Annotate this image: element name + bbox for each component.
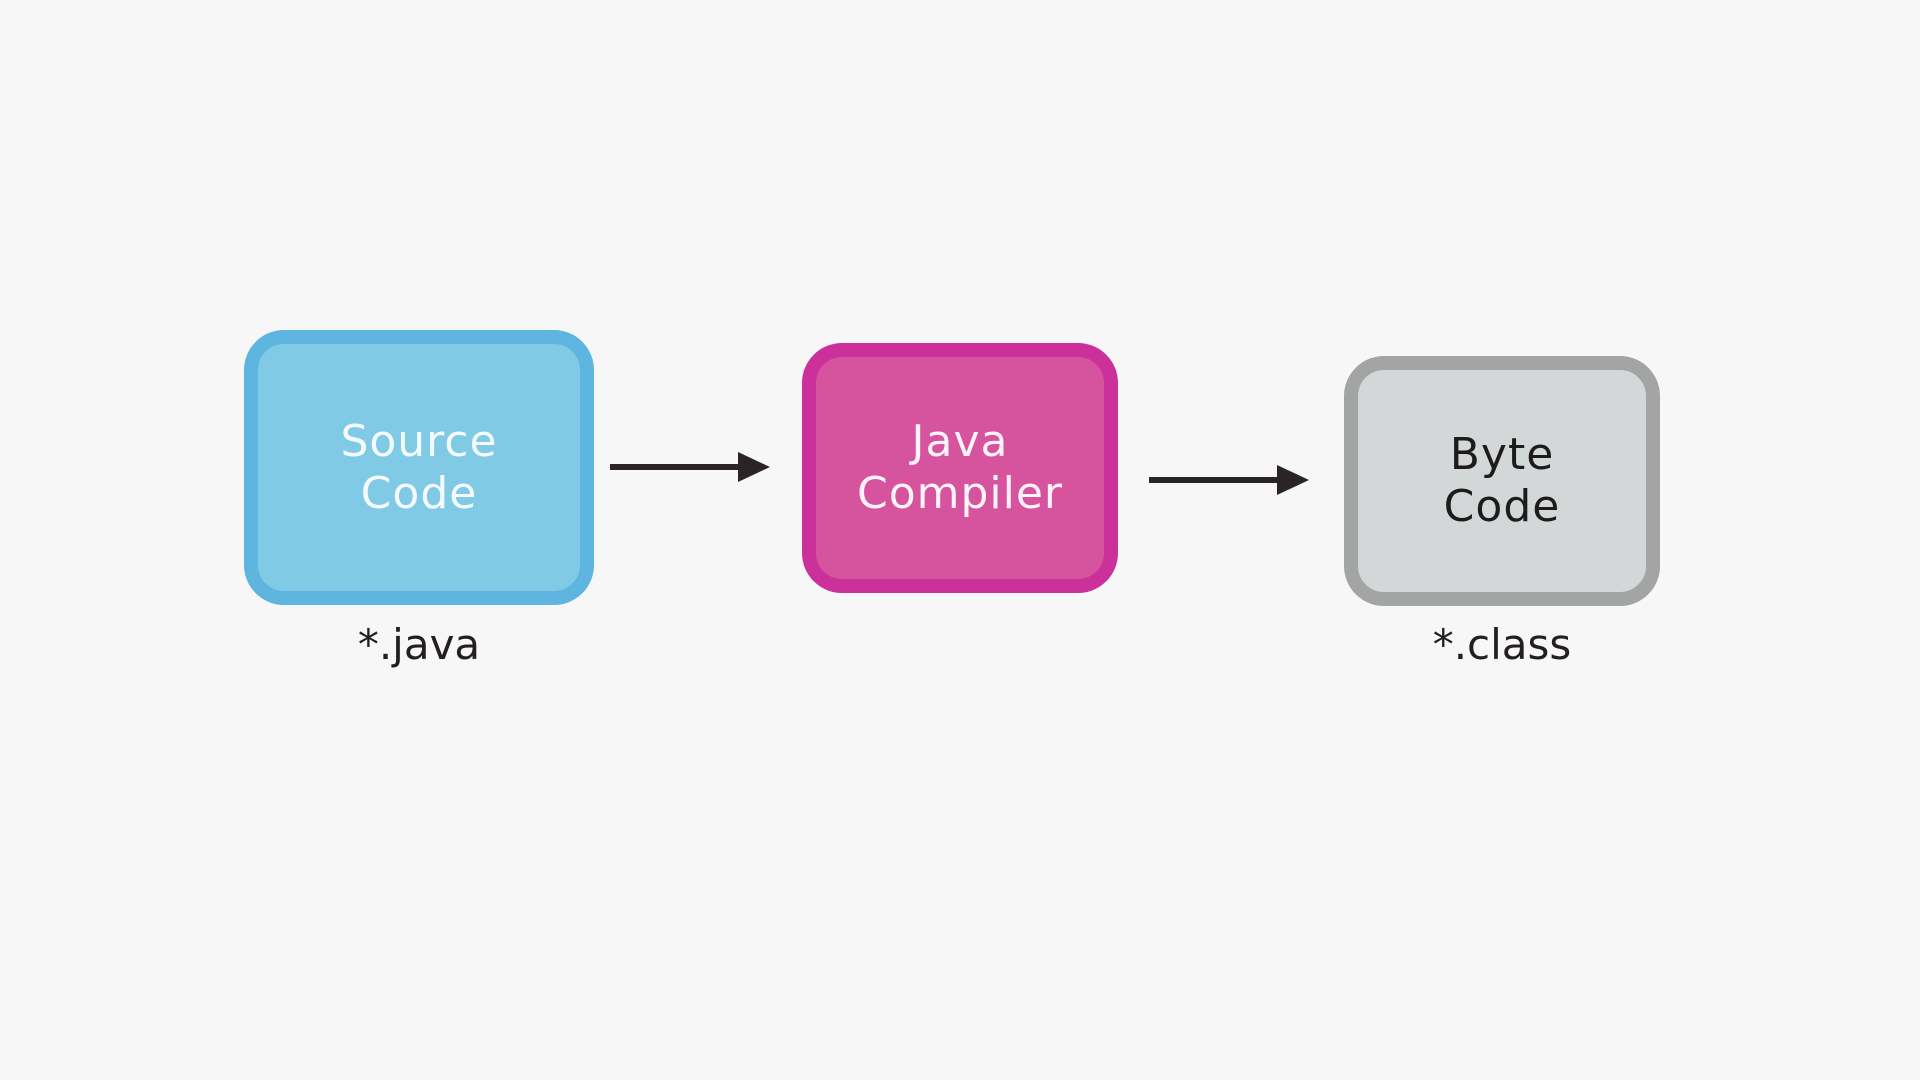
class-extension-label: *.class: [1432, 620, 1572, 669]
java-compiler-label-line1: Java: [911, 416, 1009, 467]
byte-code-label-line2: Code: [1443, 481, 1561, 532]
java-compiler-label-line2: Compiler: [856, 468, 1064, 519]
byte-code-box: Byte Code: [1344, 356, 1660, 606]
source-code-label-line1: Source: [340, 415, 498, 467]
byte-code-label: Byte Code: [1444, 429, 1561, 533]
arrow-compiler-to-bytecode-head: [1277, 465, 1309, 495]
arrow-source-to-compiler-head: [738, 452, 770, 482]
java-compiler-label: Java Compiler: [857, 416, 1063, 520]
byte-code-label-line1: Byte: [1449, 429, 1555, 480]
java-compiler-box: Java Compiler: [802, 343, 1118, 593]
arrow-compiler-to-bytecode: [1149, 465, 1309, 495]
source-code-label: Source Code: [340, 416, 497, 520]
java-extension-label: *.java: [357, 620, 481, 669]
arrow-source-to-compiler: [610, 452, 770, 482]
source-code-label-line2: Code: [360, 467, 478, 519]
source-code-box: Source Code: [244, 330, 594, 605]
